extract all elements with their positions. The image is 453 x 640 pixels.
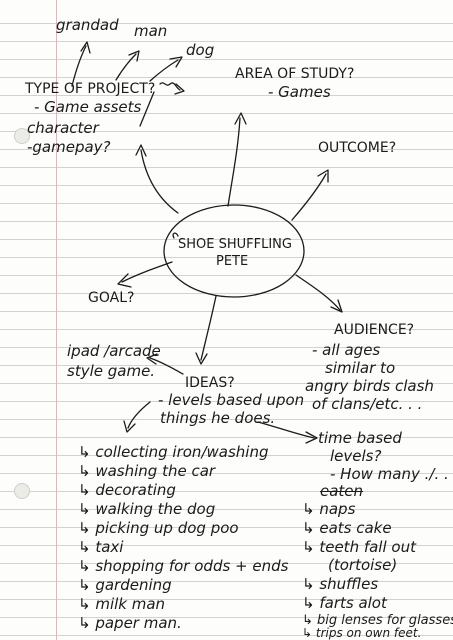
divider-slash (139, 91, 155, 127)
right-list-text: shuffles (319, 575, 379, 593)
left-list-item: ↳ shopping for odds + ends (78, 557, 289, 575)
arrowhead (117, 273, 132, 288)
ideas-line-1: - levels based upon (158, 391, 305, 409)
left-list-item: ↳ washing the car (78, 462, 216, 480)
punch-hole-bottom (14, 483, 30, 499)
audience-heading: AUDIENCE? (334, 322, 415, 338)
center-bubble (163, 204, 305, 298)
arrowhead (80, 41, 91, 54)
arrowhead (234, 112, 247, 125)
area-of-study-item: - Games (268, 83, 331, 101)
left-list-item: ↳ milk man (78, 595, 166, 613)
goal-heading: GOAL? (88, 290, 135, 306)
left-list-text: collecting iron/washing (95, 443, 269, 461)
link-area-squiggle (159, 82, 181, 91)
right-list-item: ↳ eats cake (302, 519, 392, 537)
right-list-item: ↳ shuffles (302, 575, 379, 593)
style-line-2: style game. (67, 362, 156, 380)
arrowhead (135, 144, 147, 157)
arrowhead (305, 431, 318, 444)
word-man: man (134, 22, 168, 40)
style-line-1: ipad /arcade (67, 342, 161, 360)
left-list-text: gardening (95, 576, 172, 594)
arrowhead (330, 299, 343, 313)
link-time-based (257, 421, 315, 439)
left-list-item: ↳ collecting iron/washing (78, 443, 269, 461)
right-list-text: teeth fall out (319, 538, 416, 556)
time-based-line-1: time based (318, 429, 402, 447)
type-item-character: character (27, 119, 99, 137)
left-list-text: milk man (95, 595, 166, 613)
type-item-gameplay: -gamepay? (27, 138, 111, 156)
right-list-item: ↳ big lenses for glasses (302, 614, 453, 627)
ideas-heading: IDEAS? (185, 375, 235, 391)
left-list-item: ↳ paper man. (78, 614, 182, 632)
branch-ideas (200, 295, 217, 361)
crossed-out-word: eaten (320, 482, 364, 500)
outcome-heading: OUTCOME? (318, 140, 397, 156)
left-list-text: picking up dog poo (95, 519, 239, 537)
branch-type-of-project (140, 149, 179, 214)
left-list-item: ↳ picking up dog poo (78, 519, 239, 537)
arrowhead (128, 50, 140, 62)
arrowhead (174, 83, 185, 95)
right-list-text: big lenses for glasses (317, 613, 453, 628)
type-item-game-assets: - Game assets (34, 98, 142, 116)
link-dog (149, 59, 179, 82)
arrowhead (123, 420, 136, 433)
right-list-text: trips on own feet. (315, 626, 422, 640)
left-list-text: paper man. (95, 614, 182, 632)
branch-outcome (291, 173, 327, 221)
right-list-text: farts alot (319, 594, 387, 612)
link-left-list (127, 401, 151, 429)
audience-line-3: angry birds clash (305, 377, 434, 395)
right-list-item: ↳ naps (302, 500, 356, 518)
audience-line-2: similar to (325, 359, 396, 377)
ideas-line-2: things he does. (160, 409, 276, 427)
left-list-item: ↳ gardening (78, 576, 172, 594)
left-list-text: washing the car (95, 462, 216, 480)
link-grandad (71, 45, 87, 87)
link-man (115, 53, 137, 81)
center-title-line2: PETE (216, 254, 249, 269)
branch-audience (295, 274, 341, 311)
left-list-item: ↳ walking the dog (78, 500, 216, 518)
left-list-text: walking the dog (95, 500, 216, 518)
right-list-item: ↳ farts alot (302, 594, 387, 612)
right-list-note: (tortoise) (328, 556, 398, 574)
right-list-text: naps (319, 500, 356, 518)
punch-hole-top (14, 128, 30, 144)
left-list-text: taxi (95, 538, 124, 556)
area-of-study-heading: AREA OF STUDY? (235, 66, 355, 82)
time-based-line-2: levels? (330, 447, 382, 465)
arrowhead (146, 353, 158, 365)
right-list-item: ↳ trips on own feet. (302, 626, 422, 640)
word-grandad: grandad (56, 16, 119, 34)
audience-line-1: - all ages (312, 341, 381, 359)
right-list-item: ↳ teeth fall out (302, 538, 416, 556)
type-of-project-heading: TYPE OF PROJECT? (25, 81, 156, 97)
how-many: - How many ./. . . (330, 465, 453, 483)
right-list-text: eats cake (319, 519, 392, 537)
word-dog: dog (186, 41, 215, 59)
arrowhead (169, 56, 183, 68)
link-style-game (149, 357, 184, 375)
left-list-text: decorating (95, 481, 176, 499)
left-list-item: ↳ decorating (78, 481, 176, 499)
branch-area-of-study (227, 117, 241, 207)
left-list-text: shopping for odds + ends (95, 557, 289, 575)
arrowhead (317, 169, 329, 183)
arrowhead (195, 352, 208, 365)
left-list-item: ↳ taxi (78, 538, 124, 556)
ink-hook (172, 232, 179, 239)
center-title-line1: SHOE SHUFFLING (178, 237, 292, 252)
margin-line (56, 0, 57, 640)
branch-goal (121, 261, 173, 283)
audience-line-4: of clans/etc. . . (312, 395, 423, 413)
